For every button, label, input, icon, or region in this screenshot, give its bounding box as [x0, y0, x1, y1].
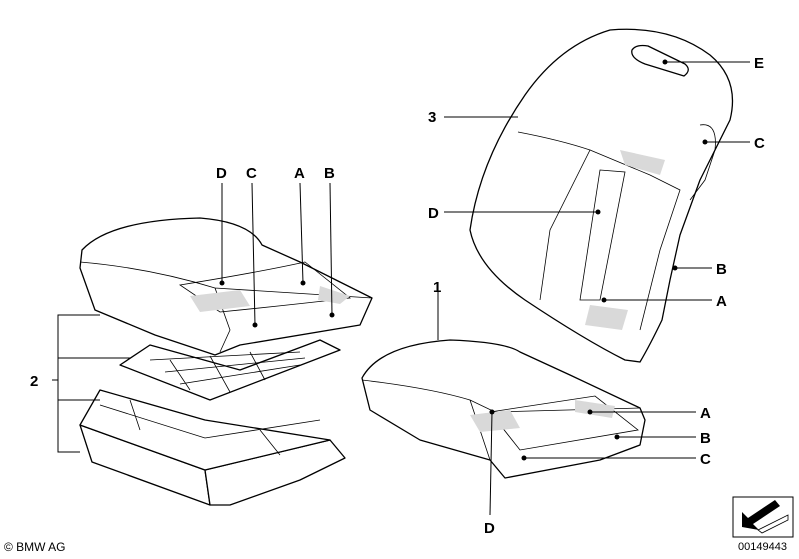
callout-d-cushion-top: D: [216, 165, 227, 182]
seat-cushion: [361, 339, 646, 479]
backrest-mesh: [620, 150, 665, 175]
cushion-spring-mat: [119, 339, 341, 401]
callout-labels: D C A B 2 3 E C D B A 1 A B C D: [30, 55, 765, 537]
orientation-arrow-box: [732, 496, 794, 538]
callout-b-right: B: [700, 430, 711, 447]
callout-b-back: B: [716, 261, 727, 278]
backrest-seam-right: [589, 149, 681, 331]
backrest-seam-left: [517, 131, 591, 301]
backrest-center-panel: [579, 169, 626, 301]
cushion-foam-base-top: [79, 389, 331, 471]
cushion-cover-mesh-2: [318, 286, 350, 304]
backrest-side-bolster: [689, 124, 716, 201]
callout-a-right: A: [700, 405, 711, 422]
leader-lines: [52, 59, 750, 516]
callout-d-bottom: D: [484, 520, 495, 537]
callout-e-back: E: [754, 55, 764, 72]
callout-1: 1: [433, 279, 441, 296]
backrest-outline: [469, 28, 734, 363]
callout-a-back: A: [716, 293, 727, 310]
seat-backrest: [469, 28, 734, 363]
seat-cushion-outline: [361, 339, 646, 479]
cushion-cover: [79, 217, 373, 356]
callout-c-cushion-top: C: [246, 165, 257, 182]
copyright-text: © BMW AG: [4, 540, 66, 554]
callout-c-right: C: [700, 451, 711, 468]
cushion-spring-mat-holes: [149, 351, 306, 393]
cushion-cover-mesh: [190, 290, 250, 312]
backrest-mesh-lower: [585, 305, 628, 330]
callout-c-back: C: [754, 135, 765, 152]
headrest-slot: [631, 44, 689, 77]
orientation-arrow-icon: [742, 500, 780, 530]
seat-cushion-insert: [489, 395, 639, 451]
seat-cushion-mesh-2: [575, 400, 615, 418]
callout-a-cushion-top: A: [294, 165, 305, 182]
callout-3: 3: [428, 109, 436, 126]
exploded-seat-cushion: [79, 217, 373, 506]
callout-d-back: D: [428, 205, 439, 222]
cushion-frame: [99, 399, 321, 456]
diagram-part-number: 00149443: [738, 541, 787, 553]
callout-b-cushion-top: B: [324, 165, 335, 182]
callout-2: 2: [30, 373, 38, 390]
seat-cushion-mesh: [470, 410, 520, 432]
